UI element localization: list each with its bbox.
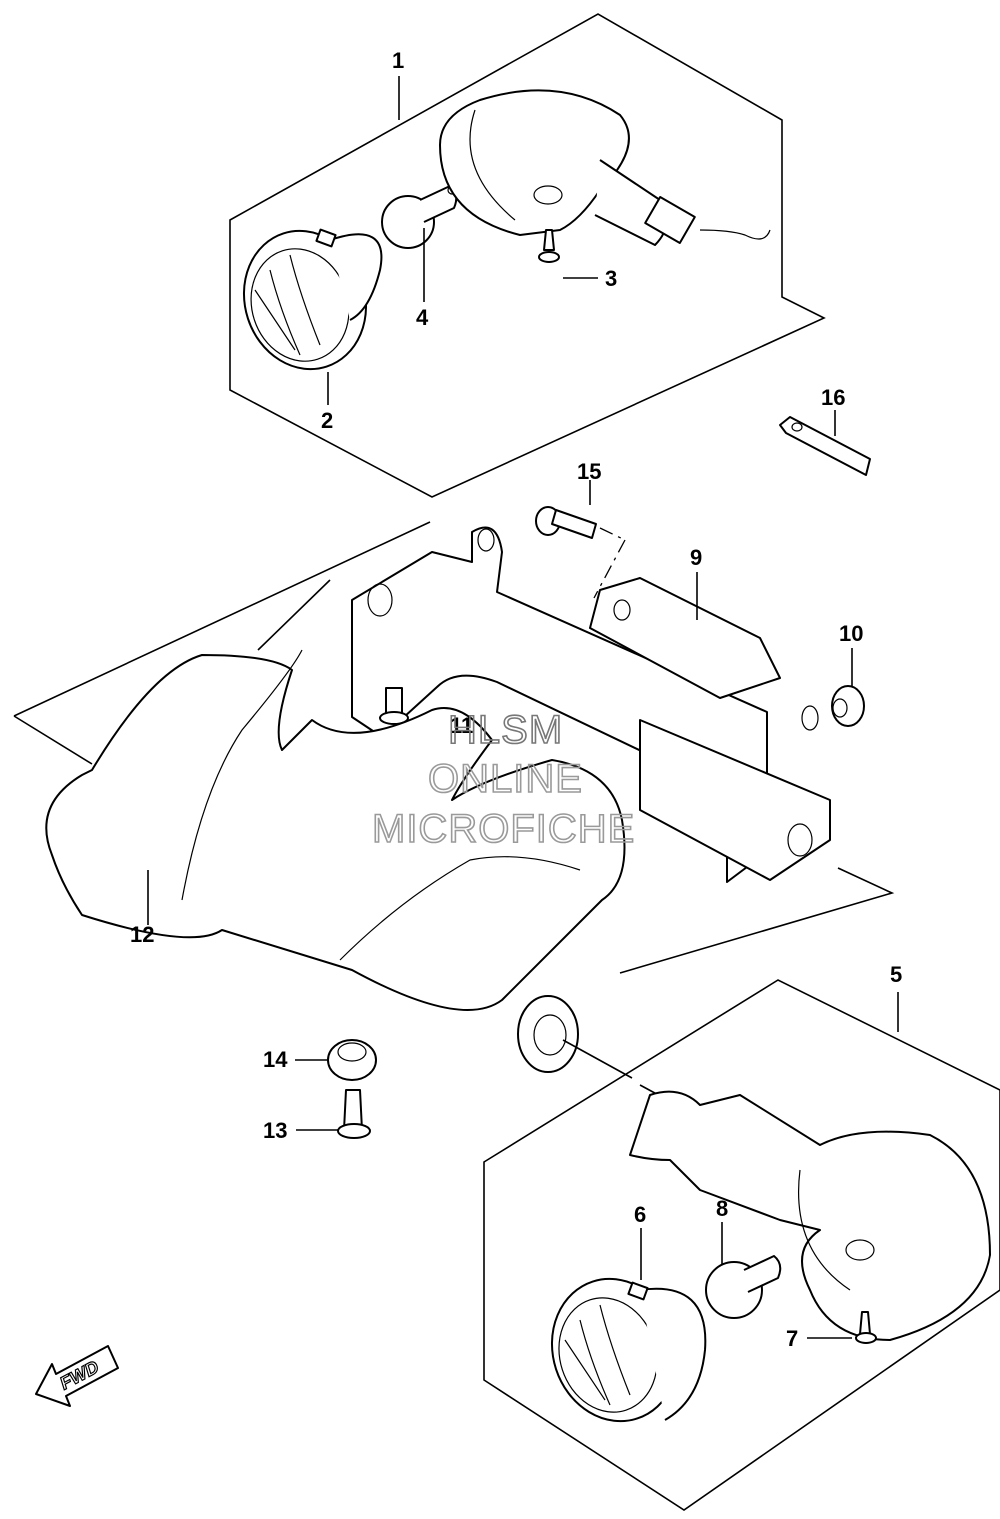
upper-bulb-part[interactable] [381,185,458,249]
callout-11: 11 [450,713,473,738]
bracket-part[interactable] [351,526,831,883]
callout-15: 15 [577,459,601,484]
callout-5: 5 [890,962,902,987]
callout-8: 8 [716,1196,728,1221]
watermark-line-3: MICROFICHE [372,807,635,851]
callout-16: 16 [821,385,845,410]
callout-14: 14 [263,1047,288,1072]
watermark: HLSM ONLINE MICROFICHE [371,707,635,852]
grommet-10-part[interactable] [831,685,865,727]
callout-labels: 1 2 3 4 5 6 7 8 9 10 11 12 13 14 15 16 [130,48,902,1351]
mounting-area-box [13,521,895,974]
lower-turn-signal-box [483,979,1000,1511]
upper-housing-part[interactable] [439,89,771,246]
fwd-arrow-icon: FWD [35,1345,119,1407]
callout-3: 3 [605,266,617,291]
callout-4: 4 [416,305,429,330]
callout-13: 13 [263,1118,287,1143]
bolt-15-part[interactable] [535,506,597,539]
callout-2: 2 [321,408,333,433]
lower-screw-part[interactable] [855,1311,877,1344]
callout-7: 7 [786,1326,798,1351]
lower-lens-part[interactable] [534,1262,707,1437]
watermark-line-1: HLSM [448,708,563,752]
lower-housing-part[interactable] [629,1090,991,1341]
upper-screw-part[interactable] [538,229,560,263]
callout-12: 12 [130,922,154,947]
collar-13-part[interactable] [337,1089,371,1139]
clip-16-part[interactable] [779,416,871,476]
upper-lens-part[interactable] [226,215,383,385]
callout-10: 10 [839,621,863,646]
callout-9: 9 [690,545,702,570]
callout-6: 6 [634,1202,646,1227]
cover-12-part[interactable] [45,649,626,1073]
upper-turn-signal-box [229,13,826,498]
callout-1: 1 [392,48,404,73]
bolt-11-part[interactable] [379,687,409,725]
watermark-line-2: ONLINE [428,757,583,801]
lower-bulb-part[interactable] [705,1255,782,1319]
grommet-14-part[interactable] [327,1039,377,1081]
